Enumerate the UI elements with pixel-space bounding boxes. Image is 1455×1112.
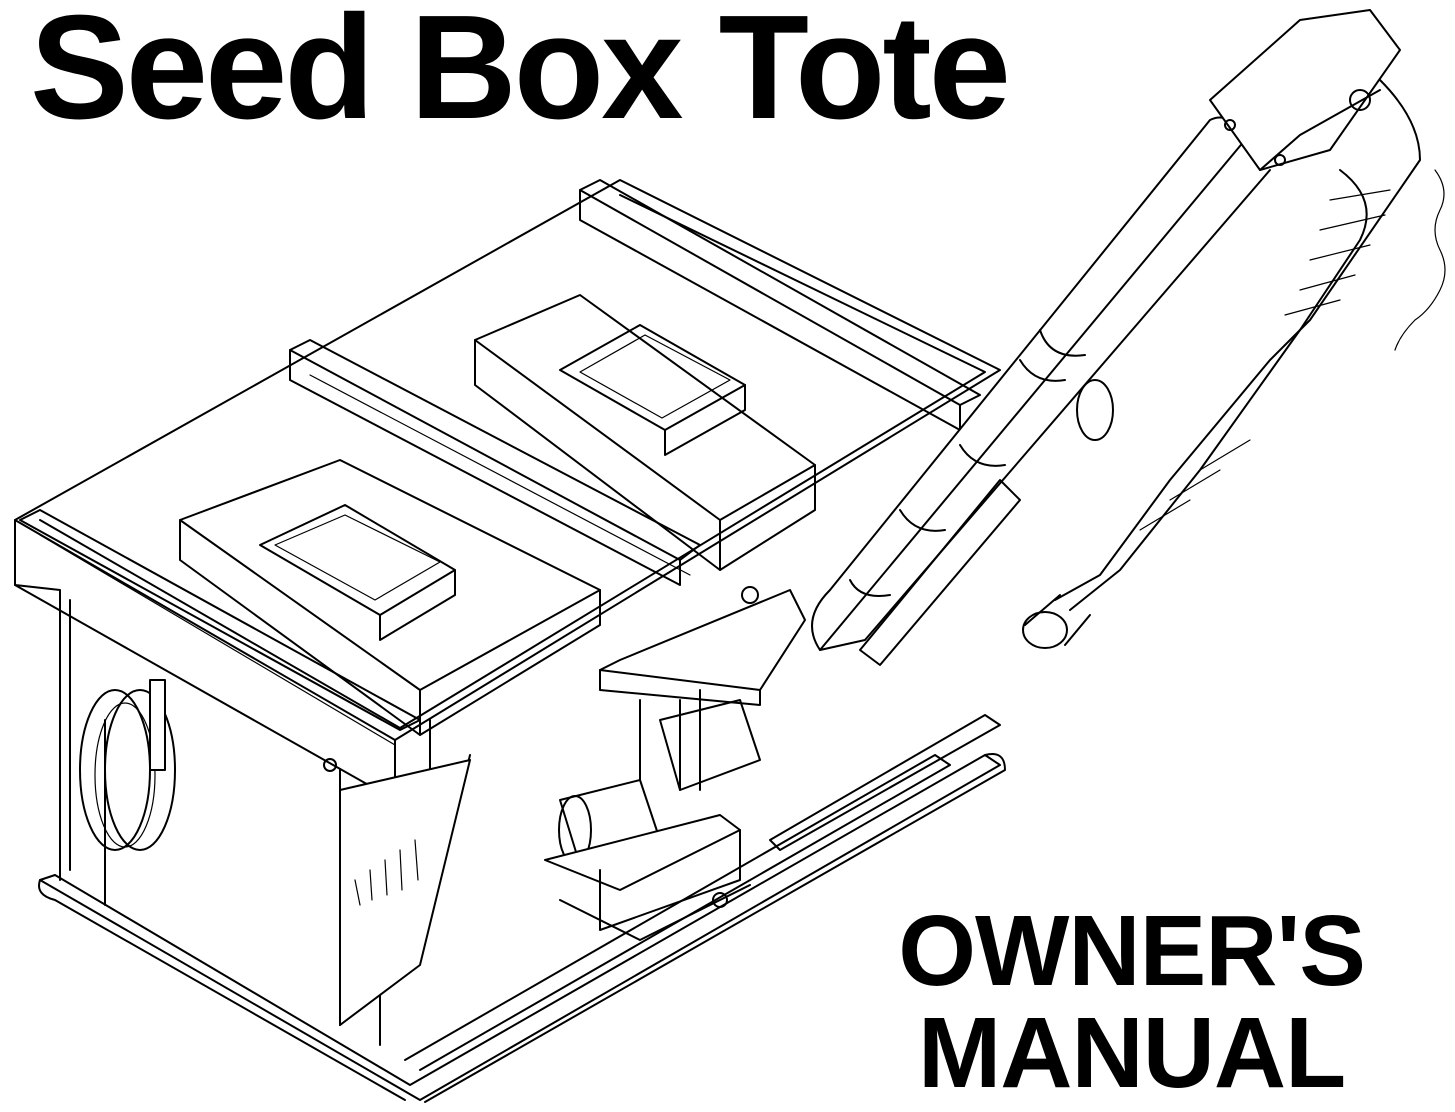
seed-box-left (179, 459, 601, 736)
seed-box-right (474, 294, 816, 571)
manual-subtitle: OWNER'S MANUAL (898, 895, 1366, 1109)
cable-coil (79, 679, 176, 851)
manual-title: Seed Box Tote (30, 0, 1011, 150)
motor (544, 779, 751, 941)
auger-head (1209, 9, 1401, 171)
subtitle-line-2: MANUAL (917, 997, 1346, 1109)
cross-beams (19, 179, 981, 731)
hopper (323, 758, 471, 1026)
auger-mount (599, 586, 806, 791)
auger-tube (811, 116, 1271, 666)
flex-spout (1022, 79, 1446, 649)
subtitle-line-1: OWNER'S (898, 895, 1366, 1007)
frame-base (38, 599, 1006, 1103)
